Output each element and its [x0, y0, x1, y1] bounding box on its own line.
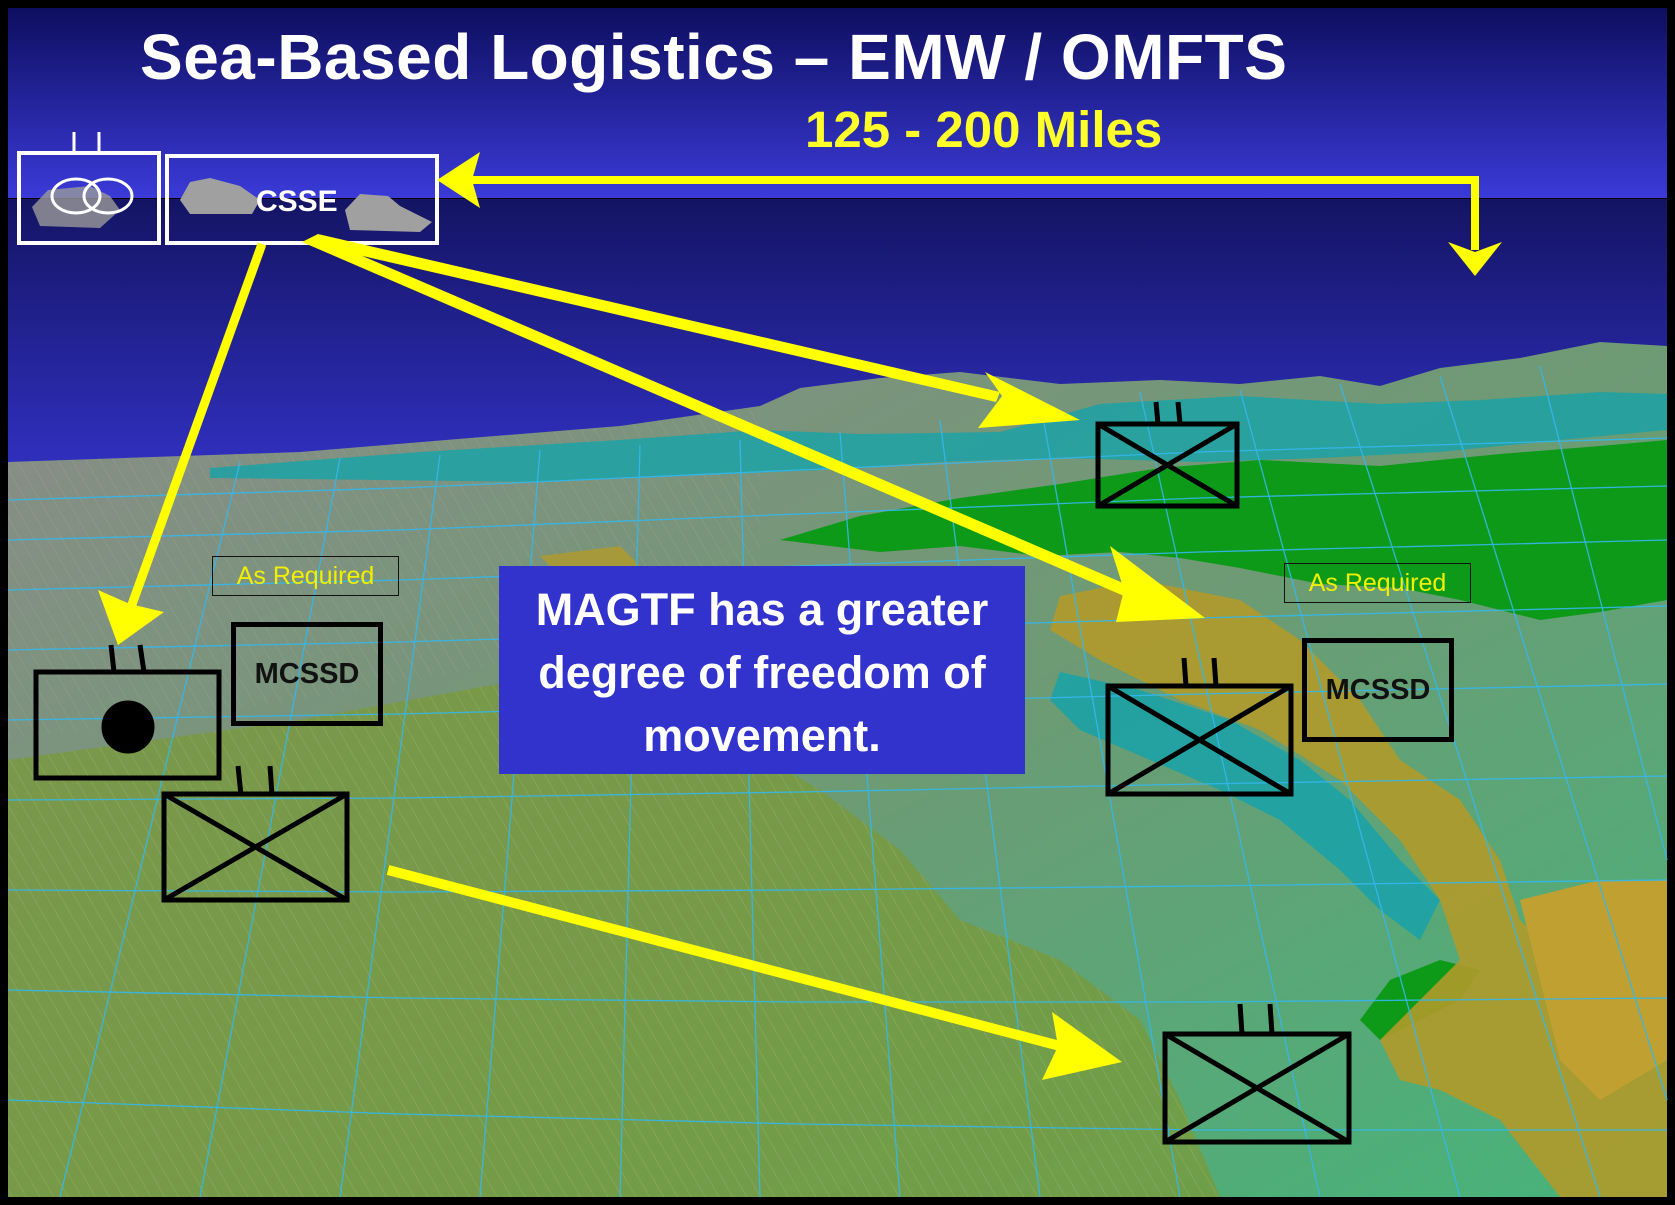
as-required-label-right: As Required — [1284, 563, 1471, 603]
distance-label: 125 - 200 Miles — [805, 101, 1163, 158]
distance-bracket — [470, 176, 1479, 250]
ship-group-csse — [165, 154, 439, 245]
arrow-to-east-unit — [302, 236, 1130, 596]
terrain-green-forest — [780, 440, 1667, 620]
mcssd-box-right: MCSSD — [1302, 638, 1454, 742]
supply-unit-icon — [33, 644, 222, 781]
arrow-to-south-unit — [386, 865, 1062, 1051]
as-required-label-left: As Required — [212, 556, 399, 596]
infantry-unit-icon — [1105, 657, 1294, 797]
terrain-teal-band — [210, 392, 1667, 482]
ship-icon — [32, 186, 120, 228]
amphibious-unit-icon — [50, 177, 102, 215]
infantry-unit-icon — [1095, 401, 1240, 509]
terrain-olive-coast — [1520, 880, 1667, 1100]
slide-title: Sea-Based Logistics – EMW / OMFTS — [140, 21, 1288, 93]
infantry-unit-icon — [161, 765, 350, 903]
csse-label: CSSE — [256, 185, 338, 218]
arrow-to-left-unit — [125, 242, 267, 612]
terrain-teal-river — [1050, 672, 1440, 940]
mcssd-box-left: MCSSD — [231, 622, 383, 726]
ship-icon — [180, 178, 260, 214]
terrain-olive-east — [1050, 580, 1667, 1197]
callout-box: MAGTF has a greater degree of freedom of… — [499, 566, 1025, 774]
movement-arrows — [98, 152, 1502, 1080]
infantry-unit-icon — [1162, 1003, 1352, 1145]
ship-icon — [345, 194, 432, 232]
sky — [8, 8, 1667, 198]
ship-group-left — [17, 132, 161, 245]
arrow-to-north-unit — [302, 234, 1000, 402]
